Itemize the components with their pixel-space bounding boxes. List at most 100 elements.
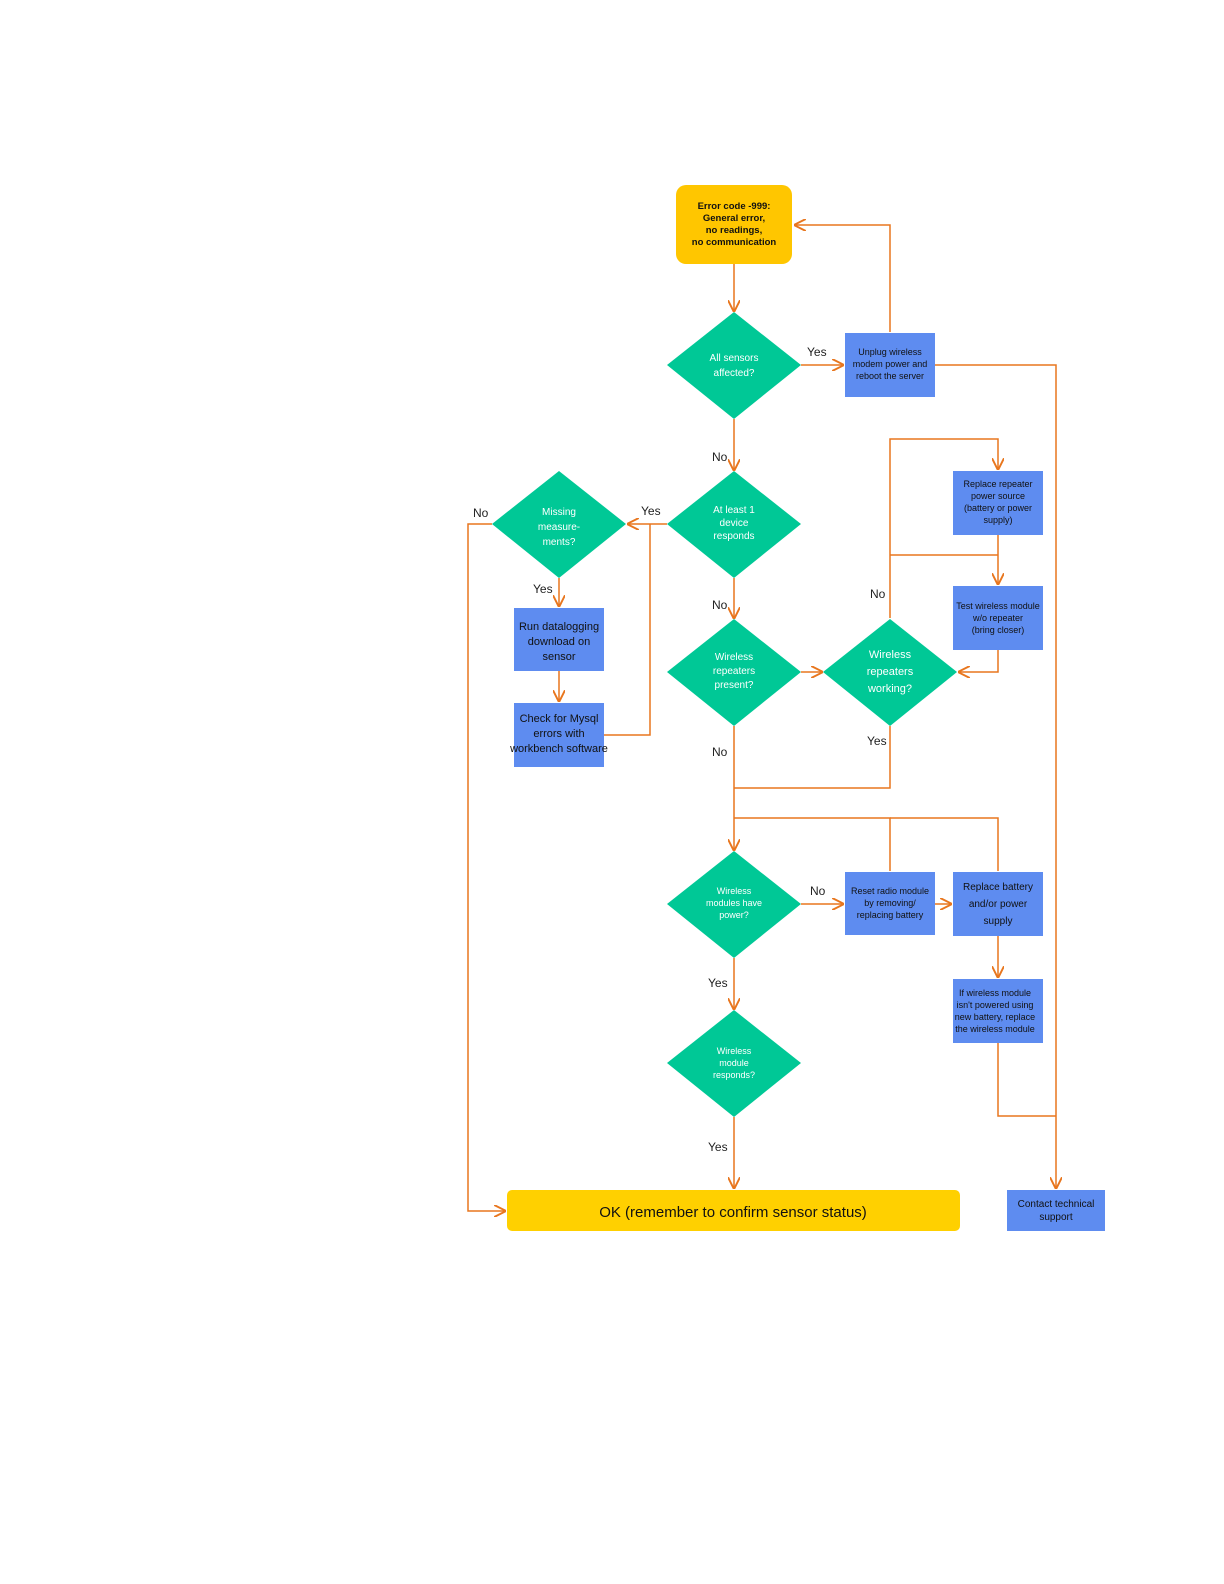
connector-test-to-working [959, 650, 999, 672]
decision-repeaters-working-line-2: repeaters [867, 666, 914, 678]
process-run-datalogging: Run datalogging download on sensor [514, 608, 604, 671]
process-unplug-modem-line-2: modem power and [853, 359, 928, 369]
process-if-wireless-line-2: isn't powered using [957, 1000, 1034, 1010]
process-contact-support: Contact technical support [1007, 1190, 1105, 1231]
process-test-wireless-shape [953, 586, 1043, 650]
decision-at-least-one-line-2: device [720, 518, 749, 529]
label-yes-missing: Yes [533, 582, 553, 596]
decision-repeaters-working-line-3: working? [867, 683, 912, 695]
decision-repeaters-present-line-1: Wireless [715, 652, 753, 663]
process-unplug-modem-line-3: reboot the server [856, 371, 924, 381]
label-no-missing: No [473, 506, 489, 520]
process-check-mysql-line-3: workbench software [509, 743, 608, 755]
process-check-mysql-line-2: errors with [533, 728, 584, 740]
process-contact-support-line-1: Contact technical [1018, 1199, 1095, 1210]
decision-missing-measurements-line-3: ments? [543, 537, 576, 548]
process-replace-battery-line-2: and/or power [969, 899, 1028, 910]
process-unplug-modem: Unplug wireless modem power and reboot t… [845, 333, 935, 397]
decision-module-responds-shape [667, 1010, 801, 1117]
start-node-line-1: Error code -999: [698, 201, 771, 212]
process-replace-battery-shape [953, 872, 1043, 936]
label-yes-all-sensors: Yes [807, 345, 827, 359]
decision-at-least-one-line-1: At least 1 [713, 505, 755, 516]
process-test-wireless-line-1: Test wireless module [956, 601, 1040, 611]
decision-at-least-one-shape [667, 471, 801, 578]
process-replace-battery: Replace battery and/or power supply [953, 872, 1043, 936]
decision-repeaters-present: Wireless repeaters present? [667, 619, 801, 726]
start-node-line-3: no readings, [706, 225, 762, 236]
end-node-ok: OK (remember to confirm sensor status) [507, 1190, 960, 1231]
label-yes-modules-power: Yes [708, 976, 728, 990]
decision-module-responds-line-1: Wireless [717, 1046, 752, 1056]
process-if-wireless-line-3: new battery, replace [955, 1012, 1035, 1022]
connector-missing-no [467, 523, 505, 1211]
decision-at-least-one-line-3: responds [713, 531, 754, 542]
decision-missing-measurements: Missing measure- ments? [492, 471, 626, 578]
process-if-wireless-line-4: the wireless module [955, 1024, 1035, 1034]
end-node-ok-label: OK (remember to confirm sensor status) [599, 1204, 867, 1221]
process-run-datalogging-line-1: Run datalogging [519, 621, 599, 633]
decision-all-sensors-line-1: All sensors [710, 353, 759, 364]
process-reset-radio-line-3: replacing battery [857, 910, 924, 920]
process-replace-battery-line-1: Replace battery [963, 882, 1033, 893]
decision-modules-power: Wireless modules have power? [667, 851, 801, 958]
decision-modules-power-shape [667, 851, 801, 958]
start-node-shape [676, 185, 792, 264]
decision-all-sensors: All sensors affected? [667, 312, 801, 419]
process-replace-repeater: Replace repeater power source (battery o… [953, 471, 1043, 535]
decision-module-responds: Wireless module responds? [667, 1010, 801, 1117]
process-check-mysql-shape [514, 703, 604, 767]
process-run-datalogging-line-2: download on [528, 636, 590, 648]
connector-reset-loop [734, 817, 891, 871]
decision-repeaters-present-line-2: repeaters [713, 666, 755, 677]
process-check-mysql: Check for Mysql errors with workbench so… [509, 703, 608, 767]
decision-modules-power-line-3: power? [719, 910, 749, 920]
connector-working-yes [734, 726, 891, 789]
process-test-wireless-line-2: w/o repeater [972, 613, 1023, 623]
connector-unplug-to-contact [935, 364, 1056, 1188]
process-check-mysql-line-1: Check for Mysql [520, 713, 599, 725]
process-test-wireless-line-3: (bring closer) [972, 625, 1025, 635]
decision-missing-measurements-line-1: Missing [542, 507, 576, 518]
decision-repeaters-working-shape [823, 619, 957, 726]
label-no-all-sensors: No [712, 450, 728, 464]
decision-modules-power-line-1: Wireless [717, 886, 752, 896]
decision-repeaters-present-line-3: present? [715, 680, 754, 691]
process-if-wireless-line-1: If wireless module [959, 988, 1031, 998]
decision-all-sensors-line-2: affected? [714, 368, 755, 379]
decision-all-sensors-shape [667, 312, 801, 419]
process-run-datalogging-shape [514, 608, 604, 671]
process-replace-battery-line-3: supply [984, 916, 1013, 927]
process-if-wireless: If wireless module isn't powered using n… [953, 979, 1043, 1043]
process-test-wireless: Test wireless module w/o repeater (bring… [953, 586, 1043, 650]
label-no-working: No [870, 587, 886, 601]
start-node-line-4: no communication [692, 237, 777, 248]
process-contact-support-shape [1007, 1190, 1105, 1231]
label-no-at-least-one: No [712, 598, 728, 612]
connectors [467, 225, 1056, 1211]
decision-repeaters-working-line-1: Wireless [869, 649, 912, 661]
end-node-ok-shape [507, 1190, 960, 1231]
edge-labels: Yes No Yes No Yes No No Yes No No Yes Ye… [473, 345, 887, 1154]
decision-module-responds-line-3: responds? [713, 1070, 755, 1080]
connector-replace-battery-loop [890, 817, 999, 871]
connector-check-to-missing [604, 524, 651, 736]
process-contact-support-line-2: support [1039, 1212, 1073, 1223]
process-if-wireless-shape [953, 979, 1043, 1043]
label-yes-working: Yes [867, 734, 887, 748]
process-unplug-modem-shape [845, 333, 935, 397]
connector-if-to-contact [997, 1043, 1056, 1117]
process-replace-repeater-line-2: power source [971, 491, 1025, 501]
process-reset-radio-line-1: Reset radio module [851, 886, 929, 896]
label-yes-module-responds: Yes [708, 1140, 728, 1154]
decision-repeaters-working: Wireless repeaters working? [823, 619, 957, 726]
decision-missing-measurements-line-2: measure- [538, 522, 580, 533]
process-reset-radio-shape [845, 872, 935, 935]
process-unplug-modem-line-1: Unplug wireless [858, 347, 922, 357]
start-node-line-2: General error, [703, 213, 765, 224]
connector-working-no-replace [889, 438, 998, 618]
label-no-present: No [712, 745, 728, 759]
process-replace-repeater-line-1: Replace repeater [963, 479, 1032, 489]
process-reset-radio-line-2: by removing/ [864, 898, 916, 908]
